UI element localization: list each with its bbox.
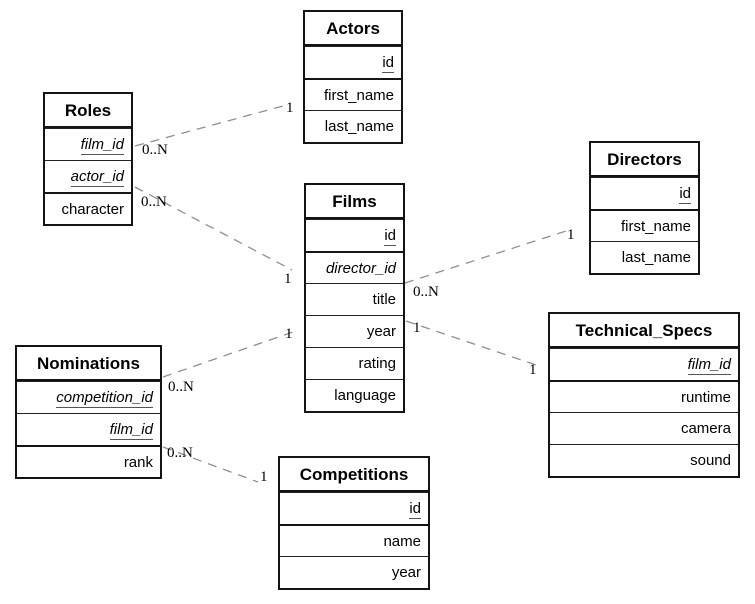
field-nominations-rank: rank: [17, 445, 160, 477]
cardinality-directors-end-films-rel: 1: [567, 227, 575, 243]
relationship-films-technical-specs: [405, 320, 537, 366]
cardinality-actors-end-roles-rel: 1: [286, 100, 294, 116]
cardinality-nominations-end-films-rel: 0..N: [168, 379, 194, 395]
relationship-nominations-films: [162, 331, 294, 378]
field-technical-specs-sound: sound: [550, 444, 738, 476]
entity-actors[interactable]: Actors id first_name last_name: [303, 10, 403, 144]
cardinality-films-end-nominations-rel: 1: [285, 326, 293, 342]
field-actors-last-name: last_name: [305, 110, 401, 142]
field-nominations-film-id: film_id: [17, 413, 160, 445]
cardinality-films-end-directors-rel: 0..N: [413, 284, 439, 300]
entity-title-roles: Roles: [45, 94, 131, 128]
entity-directors[interactable]: Directors id first_name last_name: [589, 141, 700, 275]
cardinality-specs-end-films-rel: 1: [529, 362, 537, 378]
field-films-title: title: [306, 283, 403, 315]
entity-title-technical-specs: Technical_Specs: [550, 314, 738, 348]
field-competitions-year: year: [280, 556, 428, 588]
field-technical-specs-runtime: runtime: [550, 380, 738, 412]
entity-title-competitions: Competitions: [280, 458, 428, 492]
field-directors-last-name: last_name: [591, 241, 698, 273]
entity-technical-specs[interactable]: Technical_Specs film_id runtime camera s…: [548, 312, 740, 478]
cardinality-roles-end-actors-rel: 0..N: [142, 142, 168, 158]
cardinality-competitions-end-nominations-rel: 1: [260, 469, 268, 485]
field-nominations-competition-id: competition_id: [17, 381, 160, 413]
entity-title-directors: Directors: [591, 143, 698, 177]
field-roles-character: character: [45, 192, 131, 224]
field-actors-first-name: first_name: [305, 78, 401, 110]
field-competitions-name: name: [280, 524, 428, 556]
cardinality-nominations-end-competitions-rel: 0..N: [167, 445, 193, 461]
relationship-roles-actors: [134, 105, 284, 147]
field-films-director-id: director_id: [306, 251, 403, 283]
entity-roles[interactable]: Roles film_id actor_id character: [43, 92, 133, 226]
field-films-rating: rating: [306, 347, 403, 379]
entity-title-nominations: Nominations: [17, 347, 160, 381]
field-roles-film-id: film_id: [45, 128, 131, 160]
field-technical-specs-film-id: film_id: [550, 348, 738, 380]
field-films-language: language: [306, 379, 403, 411]
entity-title-actors: Actors: [305, 12, 401, 46]
field-roles-actor-id: actor_id: [45, 160, 131, 192]
entity-nominations[interactable]: Nominations competition_id film_id rank: [15, 345, 162, 479]
field-directors-id: id: [591, 177, 698, 209]
field-actors-id: id: [305, 46, 401, 78]
field-films-year: year: [306, 315, 403, 347]
entity-title-films: Films: [306, 185, 403, 219]
relationship-films-directors: [404, 230, 567, 284]
cardinality-films-end-roles-rel: 1: [284, 271, 292, 287]
entity-competitions[interactable]: Competitions id name year: [278, 456, 430, 590]
field-directors-first-name: first_name: [591, 209, 698, 241]
cardinality-films-end-specs-rel: 1: [413, 320, 421, 336]
field-competitions-id: id: [280, 492, 428, 524]
cardinality-roles-end-films-rel: 0..N: [141, 194, 167, 210]
field-films-id: id: [306, 219, 403, 251]
entity-films[interactable]: Films id director_id title year rating l…: [304, 183, 405, 413]
field-technical-specs-camera: camera: [550, 412, 738, 444]
